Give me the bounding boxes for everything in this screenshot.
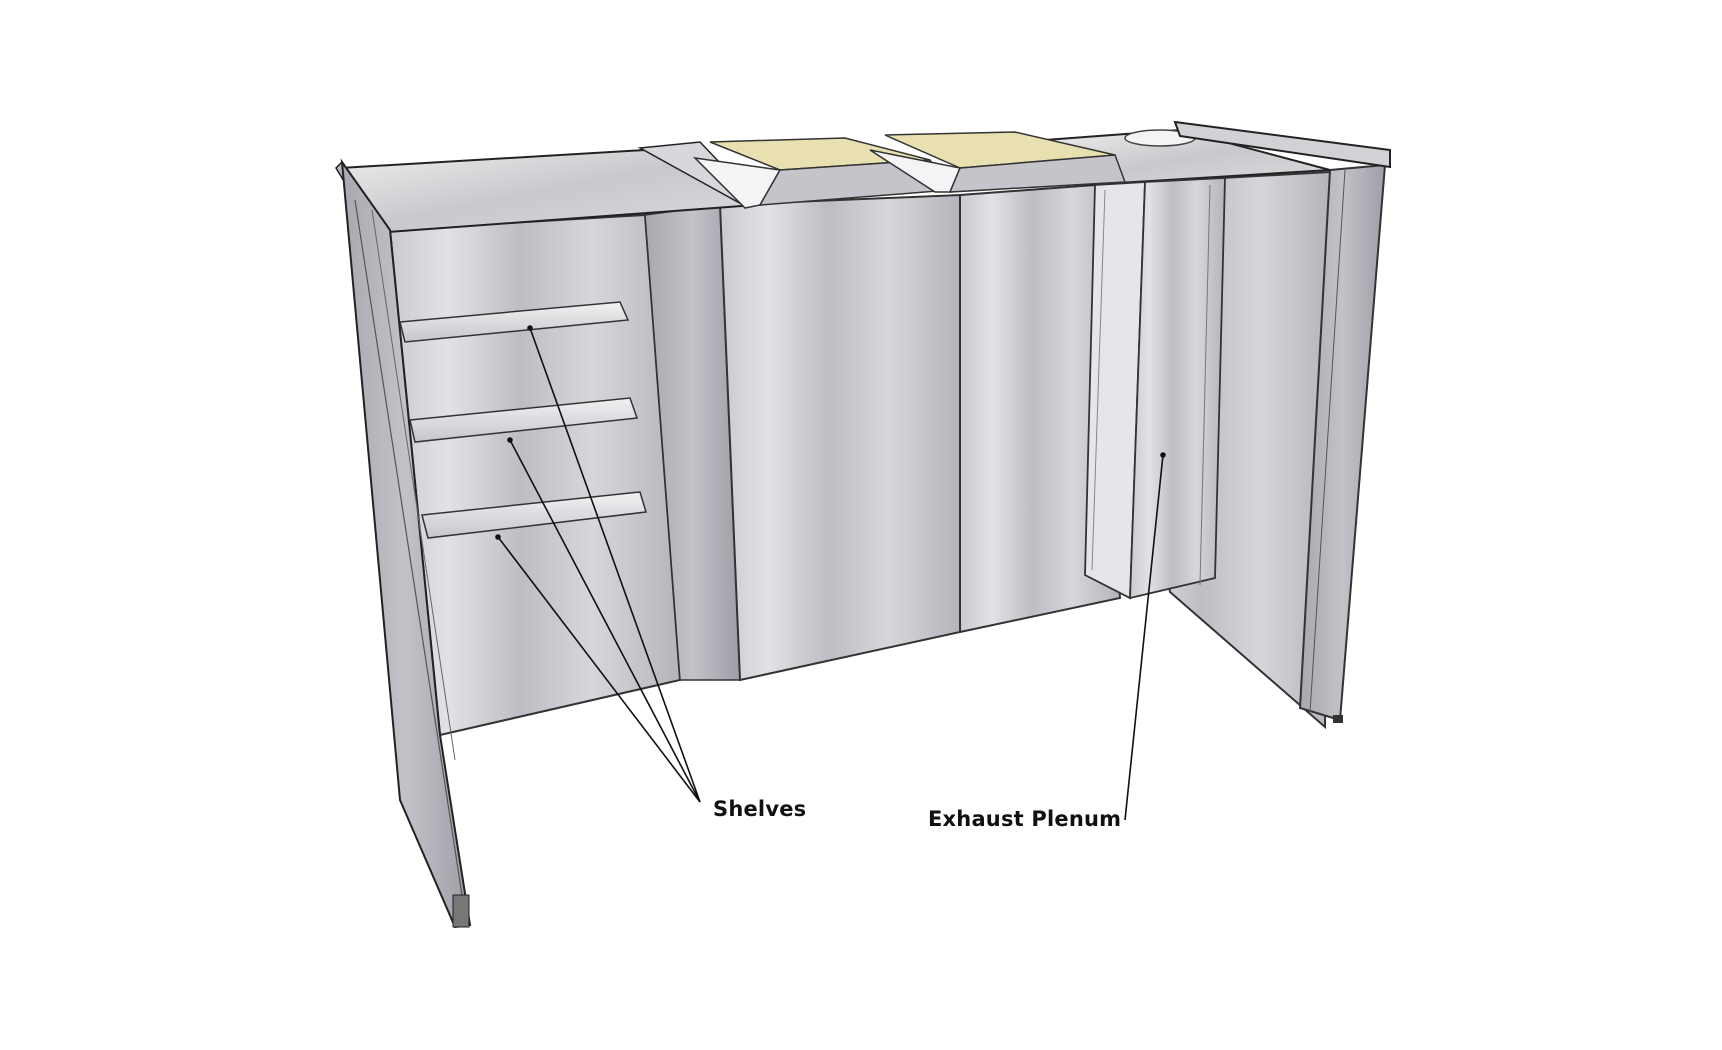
- shelves-label: Shelves: [713, 797, 807, 821]
- shelf-top: [399, 301, 630, 343]
- exhaust-plenum: [1084, 177, 1226, 600]
- shelf-middle: [409, 397, 639, 443]
- filter-box-1: [692, 137, 952, 209]
- left-side-wall: [340, 158, 472, 929]
- filter-box-2: [869, 131, 1127, 193]
- plenum-leader: [1124, 452, 1166, 821]
- shelf-bottom: [421, 491, 647, 539]
- exhaust-plenum-label: Exhaust Plenum: [928, 807, 1122, 831]
- shelves-group: [399, 301, 647, 539]
- shelves-leaders: [495, 325, 701, 803]
- right-side-wall: [1298, 163, 1387, 723]
